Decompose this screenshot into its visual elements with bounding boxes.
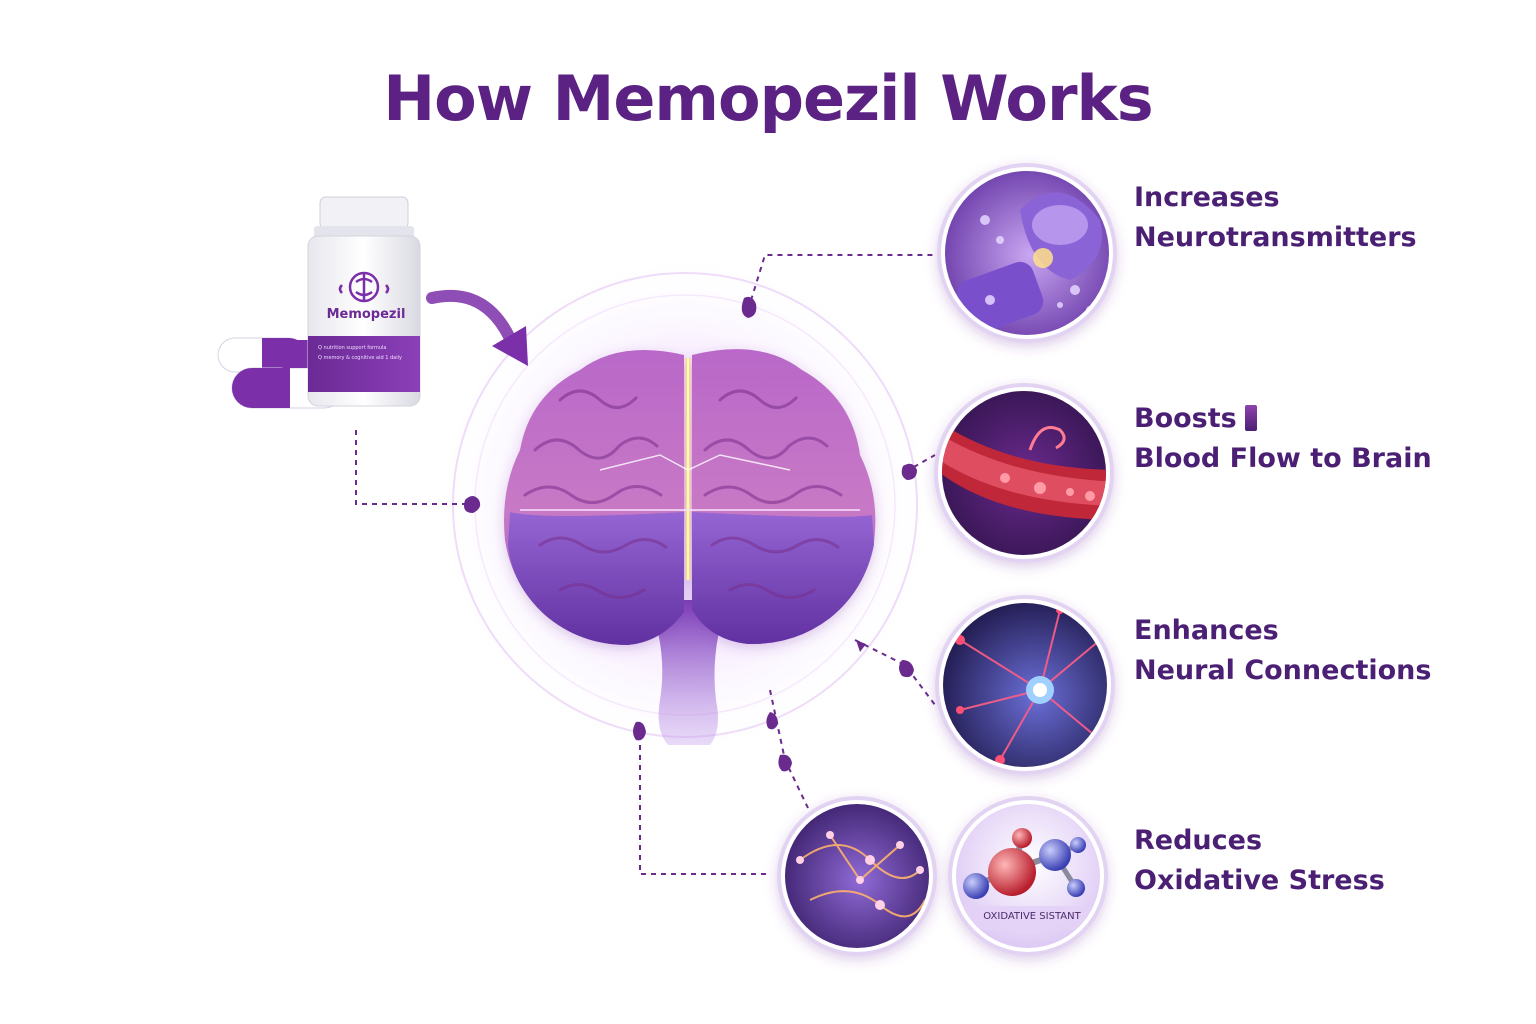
benefit-neurotransmitters: Increases Neurotransmitters — [1134, 178, 1417, 258]
droplet-icon — [899, 660, 914, 678]
product-fine-print: Q memory & cognitive aid 1 daily — [318, 355, 402, 361]
droplet-icon — [778, 754, 792, 772]
droplet-icon — [856, 640, 866, 652]
benefit-circle-antioxidant — [948, 796, 1108, 956]
product-bottle-group — [217, 196, 421, 409]
droplet-icon — [901, 463, 917, 480]
benefit-circle-synapse — [937, 163, 1117, 343]
bottle-cap — [319, 196, 409, 230]
benefit-circle-neural — [935, 595, 1115, 775]
brain-stem — [648, 600, 728, 745]
benefit-neural-connections: Enhances Neural Connections — [1134, 611, 1431, 691]
brain-logo-icon — [338, 271, 390, 303]
product-brand-label: Memopezil — [326, 307, 406, 322]
connector-markers — [464, 296, 917, 772]
droplet-icon — [766, 712, 778, 730]
brain-illustration — [504, 349, 876, 645]
benefit-object: Neural Connections — [1134, 655, 1432, 686]
benefit-blood-flow: Boosts Blood Flow to Brain — [1134, 399, 1432, 479]
benefit-object: Neurotransmitters — [1134, 222, 1417, 253]
connector-bottle-brain — [355, 430, 465, 505]
droplet-icon — [464, 496, 481, 513]
benefit-verb: Increases — [1134, 182, 1280, 213]
product-fine-print: Q nutrition support formula — [318, 345, 387, 351]
benefit-object: Blood Flow to Brain — [1134, 443, 1432, 474]
benefit-circle-bloodflow — [934, 383, 1114, 563]
bottle-label-band — [308, 336, 420, 392]
antioxidant-label: OXIDATIVE SISTANT — [983, 911, 1081, 922]
benefit-verb: Reduces — [1134, 825, 1263, 856]
droplet-icon — [633, 721, 646, 741]
molecule-icon — [963, 828, 1086, 899]
droplet-icon — [741, 296, 757, 318]
benefit-verb: Boosts — [1134, 403, 1237, 434]
benefit-verb: Enhances — [1134, 615, 1279, 646]
connector-brain-synapse — [747, 254, 935, 311]
syringe-icon — [1244, 405, 1257, 431]
benefit-oxidative-stress: Reduces Oxidative Stress — [1134, 821, 1385, 901]
benefit-circle-network — [777, 796, 937, 956]
benefit-object: Oxidative Stress — [1134, 865, 1385, 896]
intake-arrow — [426, 289, 528, 366]
page-title: How Memopezil Works — [383, 62, 1153, 135]
